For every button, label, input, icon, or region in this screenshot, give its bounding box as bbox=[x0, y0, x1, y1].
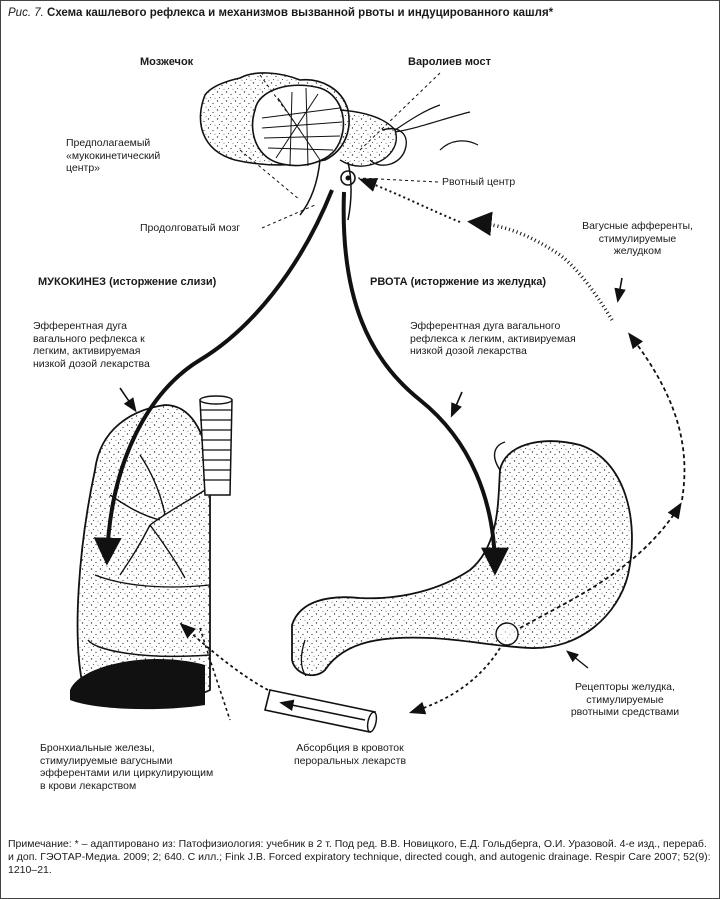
pathway-arrows bbox=[93, 178, 686, 721]
figure-caption: Рис. 7. Схема кашлевого рефлекса и механ… bbox=[8, 6, 713, 20]
figure-title: Схема кашлевого рефлекса и механизмов вы… bbox=[47, 7, 554, 19]
absorption-label: Абсорбция в кровоток пероральных лекарст… bbox=[293, 742, 407, 767]
figure-note: Примечание: * – адаптировано из: Патофиз… bbox=[8, 838, 711, 876]
stomach-receptors-label: Рецепторы желудка, стимулируемые рвотным… bbox=[570, 681, 680, 718]
vomiting-label: РВОТА (исторжение из желудка) bbox=[370, 276, 547, 288]
vagal-afferents-label: Вагусные афференты, стимулируемые желудк… bbox=[582, 220, 693, 257]
bronchial-glands-label: Бронхиальные железы, стимулируемые вагус… bbox=[40, 742, 214, 792]
lungs-illustration bbox=[70, 395, 233, 710]
stomach-illustration bbox=[291, 440, 633, 677]
brain-illustration bbox=[199, 72, 479, 221]
medulla-label: Продолговатый мозг bbox=[140, 222, 241, 234]
mucokinetic-center-label: Предполагаемый «мукокинетический центр» bbox=[66, 137, 161, 174]
efferent-arc-left-label: Эфферентная дуга вагального рефлекса к л… bbox=[33, 320, 150, 370]
vomiting-center-label: Рвотный центр bbox=[442, 176, 516, 188]
absorption-tube bbox=[264, 689, 378, 733]
mucokinesis-label: МУКОКИНЕЗ (исторжение слизи) bbox=[38, 276, 217, 288]
figure-number: Рис. 7. bbox=[8, 7, 44, 19]
pons-label: Варолиев мост bbox=[408, 56, 491, 68]
efferent-arc-right-label: Эфферентная дуга вагального рефлекса к л… bbox=[410, 320, 576, 357]
cerebellum-label: Мозжечок bbox=[140, 56, 194, 68]
